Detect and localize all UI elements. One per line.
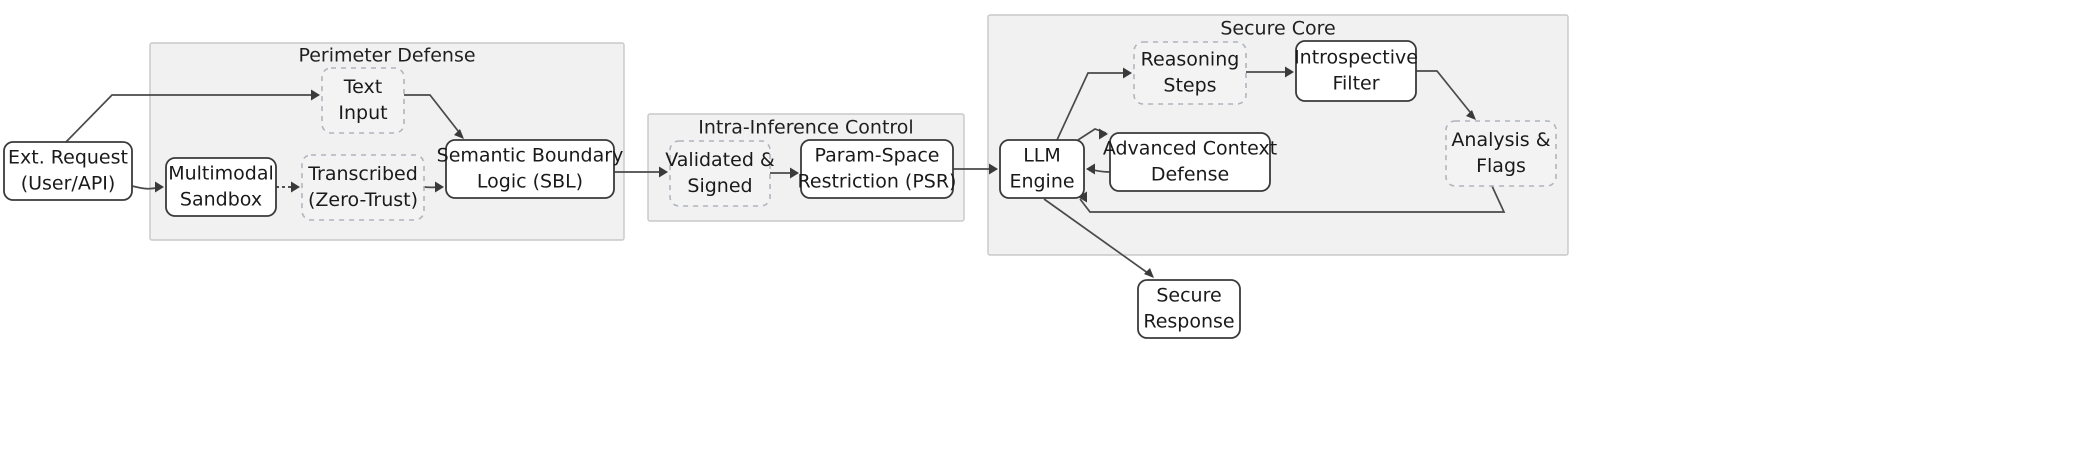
text-input-node-label-1: Input — [338, 102, 387, 124]
transcribed-zero-trust-node-label-0: Transcribed — [307, 163, 418, 185]
analysis-flags-node-box[interactable] — [1445, 120, 1557, 187]
param-space-restriction-node-label-1: Restriction (PSR) — [798, 171, 957, 193]
transcribed-zero-trust-node[interactable]: Transcribed (Zero-Trust) — [301, 154, 425, 221]
text-input-node-box[interactable] — [321, 67, 405, 134]
edge-reasoning-steps-to-introspective-filter-arrowhead — [1285, 66, 1294, 78]
analysis-flags-node-label-0: Analysis & — [1451, 129, 1550, 151]
edges-layer — [65, 66, 1506, 278]
edge-validated-to-psr — [770, 167, 799, 179]
edge-sbl-to-validated-arrowhead — [659, 166, 668, 178]
multimodal-sandbox-node-label-1: Sandbox — [180, 189, 262, 211]
reasoning-steps-node-label-1: Steps — [1163, 75, 1216, 97]
advanced-context-defense-node-box[interactable] — [1109, 132, 1271, 192]
llm-engine-node-label-0: LLM — [1023, 145, 1061, 167]
edge-ext-request-to-text-input — [65, 89, 320, 143]
ext-request-node-label-0: Ext. Request — [8, 147, 128, 169]
ext-request-node-label-1: (User/API) — [21, 173, 116, 195]
nodes-layer: Ext. Request (User/API) TextInputMultimoda… — [3, 40, 1557, 339]
introspective-filter-node-box[interactable] — [1295, 40, 1417, 102]
edge-ext-request-to-text-input-arrowhead — [311, 89, 320, 101]
validated-signed-node-label-0: Validated & — [665, 149, 775, 171]
edge-analysis-flags-to-llm-engine — [1078, 185, 1506, 213]
edge-introspective-filter-to-analysis-flags-line — [1416, 70, 1475, 118]
llm-engine-node[interactable]: LLM Engine — [999, 139, 1085, 199]
edge-ext-request-to-text-input-line — [65, 94, 318, 143]
validated-signed-node-label-1: Signed — [687, 175, 752, 197]
edge-analysis-flags-to-llm-engine-arrowhead — [1078, 191, 1087, 203]
ext-request-node[interactable]: Ext. Request (User/API) — [3, 141, 133, 201]
edge-llm-engine-to-secure-response-line — [1043, 198, 1153, 277]
edge-llm-engine-to-secure-response — [1043, 198, 1154, 278]
edge-llm-engine-to-reasoning-steps-arrowhead — [1123, 67, 1132, 79]
edge-multimodal-sandbox-to-transcribed-arrowhead — [291, 181, 300, 193]
edge-text-input-to-sbl-line — [404, 94, 463, 137]
edge-reasoning-steps-to-introspective-filter — [1246, 66, 1294, 78]
semantic-boundary-logic-node-label-0: Semantic Boundary — [437, 145, 624, 167]
transcribed-zero-trust-node-label-1: (Zero-Trust) — [308, 189, 418, 211]
introspective-filter-node-label-1: Filter — [1332, 73, 1379, 95]
secure-response-node-label-1: Response — [1143, 311, 1234, 333]
edge-psr-to-llm-engine — [953, 163, 998, 175]
cluster-label-perimeter: Perimeter Defense — [298, 45, 475, 67]
semantic-boundary-logic-node-label-1: Logic (SBL) — [477, 171, 583, 193]
edge-transcribed-to-sbl — [423, 181, 444, 193]
validated-signed-node-box[interactable] — [669, 140, 771, 207]
introspective-filter-node-label-0: Introspective — [1294, 47, 1418, 69]
transcribed-zero-trust-node-box[interactable] — [301, 154, 425, 221]
secure-response-node-box[interactable] — [1137, 279, 1241, 339]
llm-engine-node-label-1: Engine — [1009, 171, 1074, 193]
edge-introspective-filter-to-analysis-flags-arrowhead — [1466, 110, 1476, 120]
edge-llm-engine-to-advanced-context-defense — [1077, 128, 1108, 141]
edge-llm-engine-to-advanced-context-defense-arrowhead — [1099, 128, 1108, 140]
edge-llm-engine-to-reasoning-steps — [1056, 67, 1132, 141]
edge-validated-to-psr-arrowhead — [790, 167, 799, 179]
edge-multimodal-sandbox-to-transcribed — [276, 181, 300, 193]
edge-transcribed-to-sbl-arrowhead — [435, 181, 444, 193]
advanced-context-defense-node-label-0: Advanced Context — [1103, 138, 1277, 160]
edge-analysis-flags-to-llm-engine-line — [1079, 185, 1506, 213]
secure-response-node-label-0: Secure — [1156, 285, 1221, 307]
multimodal-sandbox-node-label-0: Multimodal — [168, 163, 274, 185]
edge-psr-to-llm-engine-arrowhead — [989, 163, 998, 175]
multimodal-sandbox-node-box[interactable] — [165, 157, 277, 217]
edge-ext-request-to-multimodal-sandbox-arrowhead — [155, 181, 164, 193]
text-input-node-label-0: Text — [343, 76, 382, 98]
ext-request-node-box[interactable] — [3, 141, 133, 201]
reasoning-steps-node-label-0: Reasoning — [1141, 49, 1240, 71]
edge-advanced-context-defense-to-llm-engine — [1086, 163, 1111, 175]
cluster-label-intra: Intra-Inference Control — [698, 117, 913, 139]
semantic-boundary-logic-node-box[interactable] — [445, 139, 615, 199]
edge-sbl-to-validated — [614, 166, 668, 178]
reasoning-steps-node-box[interactable] — [1133, 41, 1247, 105]
edge-ext-request-to-multimodal-sandbox — [131, 181, 164, 193]
edge-text-input-to-sbl — [404, 94, 464, 139]
analysis-flags-node-label-1: Flags — [1476, 155, 1526, 177]
cluster-box-securecore — [987, 14, 1569, 256]
cluster-securecore: Secure Core — [987, 14, 1569, 256]
analysis-flags-node[interactable]: Analysis & Flags — [1445, 120, 1557, 187]
edge-advanced-context-defense-to-llm-engine-arrowhead — [1086, 163, 1095, 175]
param-space-restriction-node-label-0: Param-Space — [815, 145, 940, 167]
advanced-context-defense-node-label-1: Defense — [1151, 164, 1229, 186]
llm-engine-node-box[interactable] — [999, 139, 1085, 199]
edge-llm-engine-to-secure-response-arrowhead — [1144, 268, 1154, 278]
validated-signed-node[interactable]: Validated & Signed — [665, 140, 775, 207]
edge-text-input-to-sbl-arrowhead — [454, 129, 464, 139]
edge-llm-engine-to-reasoning-steps-line — [1056, 72, 1130, 141]
param-space-restriction-node-box[interactable] — [800, 139, 954, 199]
edge-introspective-filter-to-analysis-flags — [1416, 70, 1476, 120]
cluster-label-securecore: Secure Core — [1220, 18, 1335, 40]
